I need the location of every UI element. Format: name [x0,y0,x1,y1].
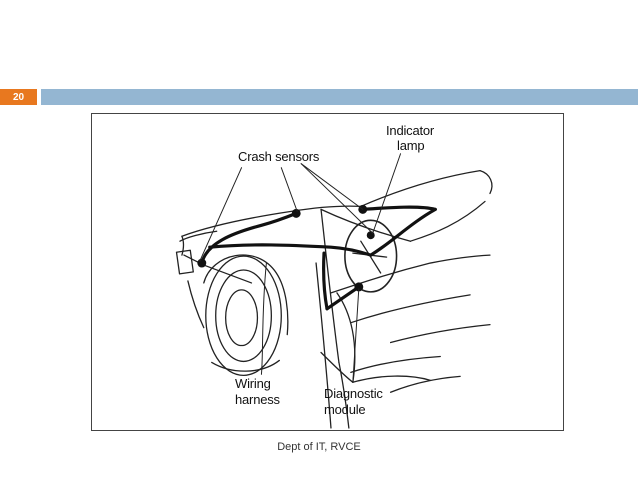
footer-text: Dept of IT, RVCE [277,441,361,453]
slide-number: 20 [0,89,37,105]
airbag-system-diagram: Crash sensors Indicator lamp Wiring harn… [91,113,564,431]
indicator-lamp-label-line1: Indicator [386,123,435,138]
car-line-drawing [175,153,493,429]
wiring-harness-label-line1: Wiring [235,376,271,391]
indicator-lamp-label-line2: lamp [397,138,425,153]
header-bar [41,89,638,105]
diagnostic-module-label-line1: Diagnostic [324,386,383,401]
crash-sensors-label: Crash sensors [238,149,320,164]
wiring-harness-label-line2: harness [235,392,280,407]
diagnostic-module-label-line2: module [324,402,366,417]
